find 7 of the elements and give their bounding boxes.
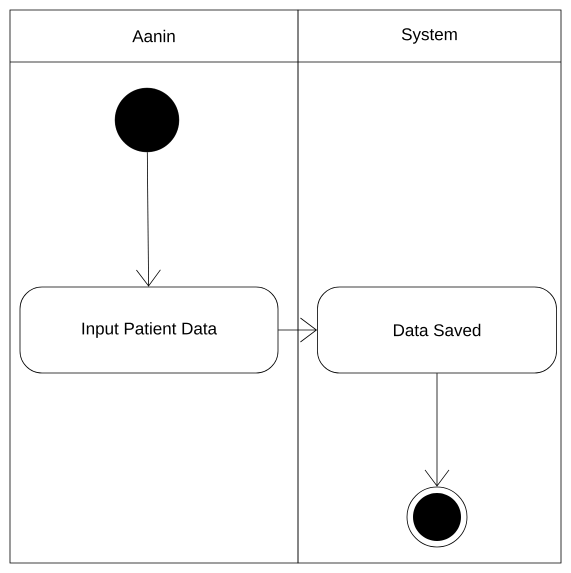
arrow (136, 152, 161, 287)
arrow (278, 318, 318, 342)
final-node (406, 486, 468, 548)
arrow (424, 373, 450, 487)
activity-box: Data Saved (317, 286, 557, 374)
activity-box: Input Patient Data (20, 286, 278, 374)
initial-node (114, 88, 180, 152)
